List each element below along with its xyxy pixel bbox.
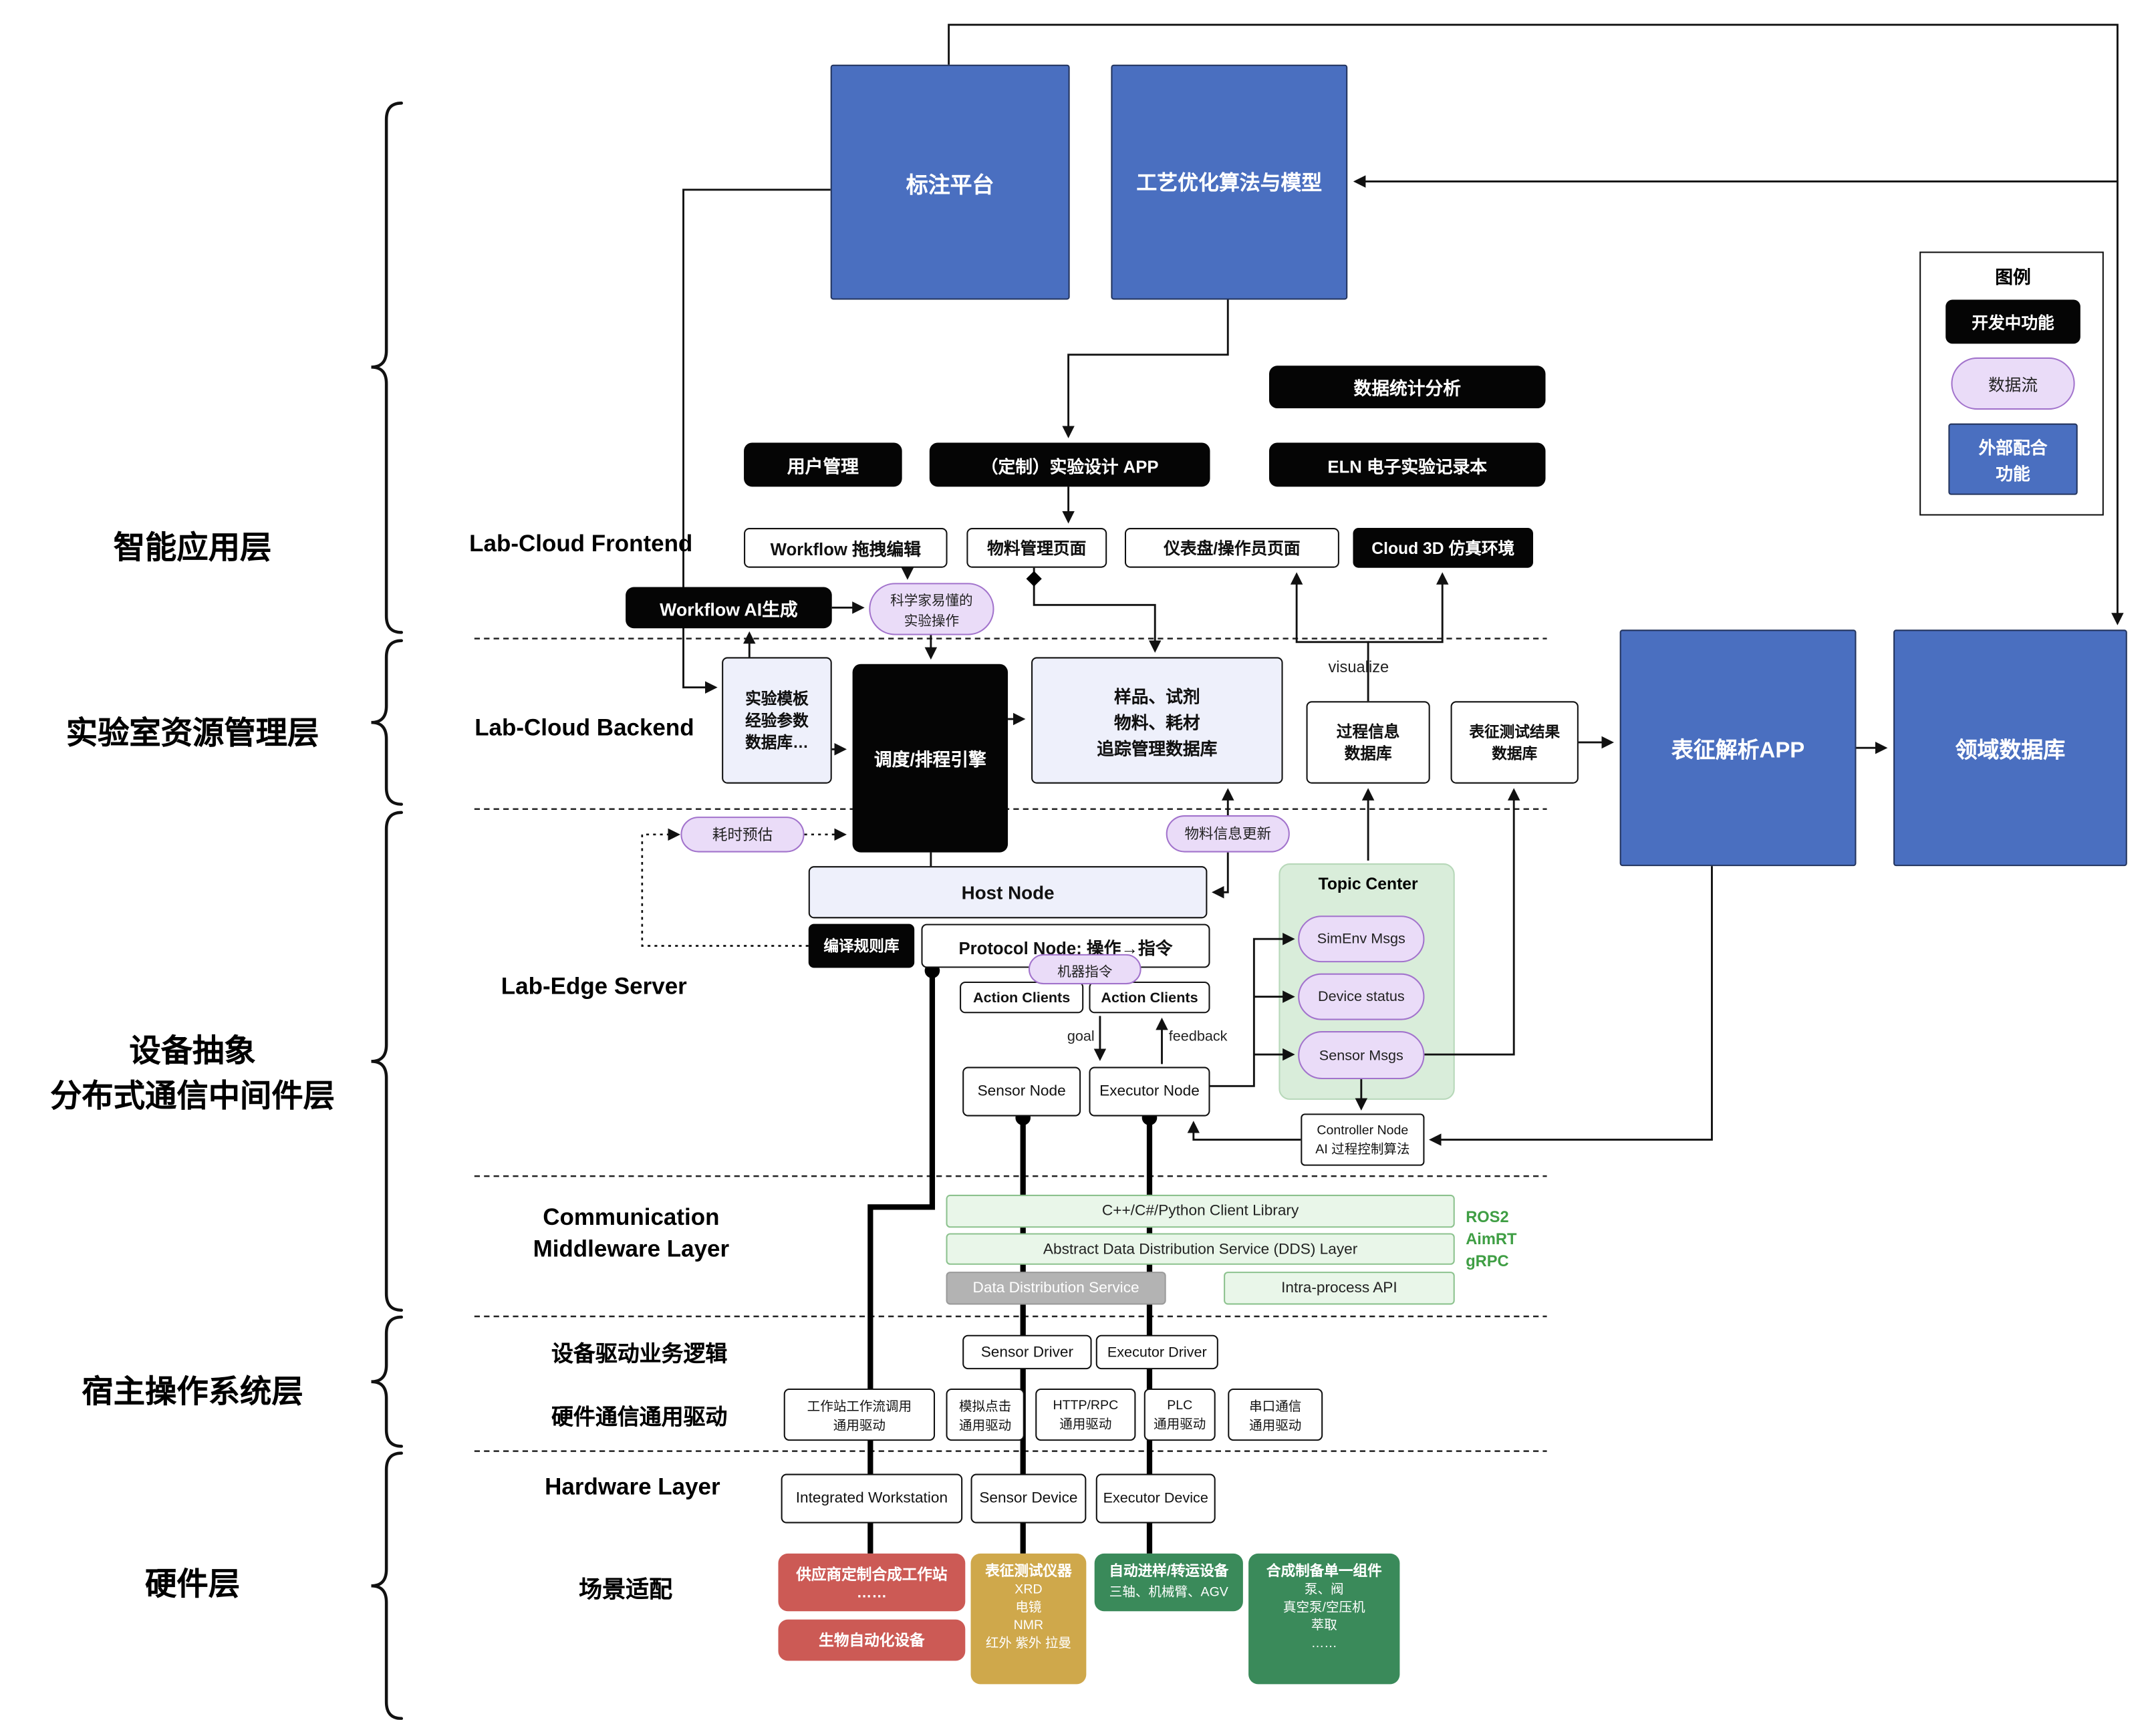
intra-process-api-box: Intra-process API bbox=[1224, 1272, 1455, 1305]
bio-automation-box: 生物自动化设备 bbox=[778, 1619, 966, 1661]
compile-rule-lib-box: 编译规则库 bbox=[808, 923, 915, 968]
sensor-device-box: Sensor Device bbox=[970, 1473, 1087, 1524]
device-status-pill: Device status bbox=[1298, 973, 1425, 1020]
sensor-msgs-pill: Sensor Msgs bbox=[1298, 1031, 1425, 1080]
layer-label-hardware: 硬件层 bbox=[145, 1566, 241, 1602]
synthesis-title: 合成制备单一组件 bbox=[1266, 1563, 1382, 1580]
generic-driver-serial: 串口通信 通用驱动 bbox=[1228, 1388, 1323, 1441]
generic-driver-http-rpc: HTTP/RPC 通用驱动 bbox=[1035, 1388, 1136, 1441]
vendor-workstation-box: 供应商定制合成工作站 …… bbox=[778, 1553, 966, 1612]
process-optimization-box: 工艺优化算法与模型 bbox=[1111, 64, 1348, 300]
legend-dev-item: 开发中功能 bbox=[1945, 299, 2080, 344]
arrow-connectors bbox=[682, 23, 2124, 1146]
executor-driver-box: Executor Driver bbox=[1095, 1334, 1218, 1370]
transfer-equipment-box: 自动进样/转运设备 三轴、机械臂、AGV bbox=[1094, 1553, 1243, 1612]
legend-external-item: 外部配合 功能 bbox=[1948, 423, 2078, 495]
material-update-pill: 物料信息更新 bbox=[1166, 815, 1290, 853]
topic-center-title: Topic Center bbox=[1318, 874, 1418, 894]
tracking-db-box: 样品、试剂 物料、耗材 追踪管理数据库 bbox=[1031, 657, 1283, 784]
dotted-connectors bbox=[641, 828, 847, 947]
scheduler-engine-box: 调度/排程引擎 bbox=[852, 664, 1008, 853]
experiment-design-app-box: （定制）实验设计 APP bbox=[929, 442, 1210, 487]
sensor-driver-box: Sensor Driver bbox=[962, 1334, 1092, 1370]
section-label-hardware: Hardware Layer bbox=[545, 1473, 720, 1500]
annotation-platform-box: 标注平台 bbox=[830, 64, 1070, 300]
result-db-box: 表征测试结果 数据库 bbox=[1450, 701, 1579, 784]
characterization-items: XRD 电镜 NMR 红外 紫外 拉曼 bbox=[985, 1582, 1072, 1651]
legend-title: 图例 bbox=[1995, 267, 2031, 287]
characterization-app-box: 表征解析APP bbox=[1619, 629, 1857, 867]
layer-label-app: 智能应用层 bbox=[113, 529, 272, 565]
section-label-frontend: Lab-Cloud Frontend bbox=[469, 531, 693, 557]
scientist-ops-pill: 科学家易懂的 实验操作 bbox=[869, 583, 994, 635]
dashboard-page-box: 仪表盘/操作员页面 bbox=[1124, 528, 1339, 568]
client-library-box: C++/C#/Python Client Library bbox=[946, 1194, 1455, 1228]
domain-db-box: 领域数据库 bbox=[1893, 629, 2127, 867]
characterization-instruments-box: 表征测试仪器 XRD 电镜 NMR 红外 紫外 拉曼 bbox=[970, 1553, 1087, 1685]
process-db-box: 过程信息 数据库 bbox=[1306, 701, 1430, 784]
goal-label: goal bbox=[1067, 1028, 1095, 1045]
generic-driver-click: 模拟点击 通用驱动 bbox=[946, 1388, 1025, 1441]
cloud-3d-box: Cloud 3D 仿真环境 bbox=[1353, 528, 1534, 568]
legend-panel: 图例 开发中功能 数据流 外部配合 功能 bbox=[1919, 251, 2104, 516]
ros2-label: ROS2 bbox=[1466, 1209, 1509, 1227]
section-label-scene: 场景适配 bbox=[579, 1576, 673, 1603]
generic-driver-plc: PLC 通用驱动 bbox=[1143, 1388, 1216, 1441]
time-estimate-pill: 耗时预估 bbox=[680, 817, 805, 853]
dds-abstract-layer-box: Abstract Data Distribution Service (DDS)… bbox=[946, 1233, 1455, 1265]
layer-label-host-os: 宿主操作系统层 bbox=[82, 1373, 303, 1409]
executor-node-box: Executor Node bbox=[1089, 1066, 1210, 1117]
workflow-editor-box: Workflow 拖拽编辑 bbox=[744, 528, 948, 568]
feedback-label: feedback bbox=[1168, 1028, 1228, 1045]
controller-node-box: Controller Node AI 过程控制算法 bbox=[1301, 1113, 1425, 1166]
layer-label-middleware-1: 设备抽象 bbox=[129, 1032, 256, 1068]
sensor-node-box: Sensor Node bbox=[962, 1066, 1081, 1117]
section-label-comm-2: Middleware Layer bbox=[533, 1236, 730, 1262]
visualize-label: visualize bbox=[1328, 660, 1389, 677]
integrated-workstation-box: Integrated Workstation bbox=[781, 1473, 963, 1524]
characterization-title: 表征测试仪器 bbox=[985, 1563, 1072, 1580]
generic-driver-workstation: 工作站工作流调用 通用驱动 bbox=[783, 1388, 936, 1441]
user-management-box: 用户管理 bbox=[744, 442, 902, 487]
host-node-box: Host Node bbox=[808, 866, 1208, 919]
template-db-box: 实验模板 经验参数 数据库… bbox=[722, 657, 832, 784]
layer-braces bbox=[371, 102, 404, 1720]
middleware-tech-stack: ROS2 AimRT gRPC bbox=[1466, 1207, 1562, 1273]
data-stats-box: 数据统计分析 bbox=[1268, 366, 1546, 409]
section-label-backend: Lab-Cloud Backend bbox=[475, 714, 694, 741]
section-label-driver-logic: 设备驱动业务逻辑 bbox=[551, 1343, 728, 1367]
executor-device-box: Executor Device bbox=[1095, 1473, 1216, 1524]
synthesis-items: 泵、阀 真空泵/空压机 萃取 …… bbox=[1283, 1582, 1365, 1651]
dds-service-box: Data Distribution Service bbox=[946, 1272, 1166, 1305]
layer-label-middleware-2: 分布式通信中间件层 bbox=[50, 1078, 335, 1114]
layer-label-resource: 实验室资源管理层 bbox=[65, 714, 319, 751]
section-label-comm-1: Communication bbox=[543, 1204, 720, 1231]
transfer-title: 自动进样/转运设备 bbox=[1109, 1563, 1229, 1580]
action-clients-right-box: Action Clients bbox=[1089, 981, 1210, 1014]
section-label-edge: Lab-Edge Server bbox=[501, 973, 687, 1000]
grpc-label: gRPC bbox=[1466, 1254, 1509, 1271]
transfer-items: 三轴、机械臂、AGV bbox=[1109, 1585, 1228, 1600]
workflow-ai-box: Workflow AI生成 bbox=[626, 587, 832, 629]
legend-dataflow-item: 数据流 bbox=[1951, 357, 2075, 410]
material-page-box: 物料管理页面 bbox=[966, 528, 1107, 568]
synthesis-components-box: 合成制备单一组件 泵、阀 真空泵/空压机 萃取 …… bbox=[1248, 1553, 1400, 1685]
aimrt-label: AimRT bbox=[1466, 1232, 1517, 1249]
eln-box: ELN 电子实验记录本 bbox=[1268, 442, 1546, 487]
action-clients-left-box: Action Clients bbox=[960, 981, 1084, 1014]
simenv-msgs-pill: SimEnv Msgs bbox=[1298, 915, 1425, 963]
machine-cmd-pill: 机器指令 bbox=[1028, 954, 1141, 985]
section-label-hw-driver: 硬件通信通用驱动 bbox=[551, 1406, 728, 1430]
